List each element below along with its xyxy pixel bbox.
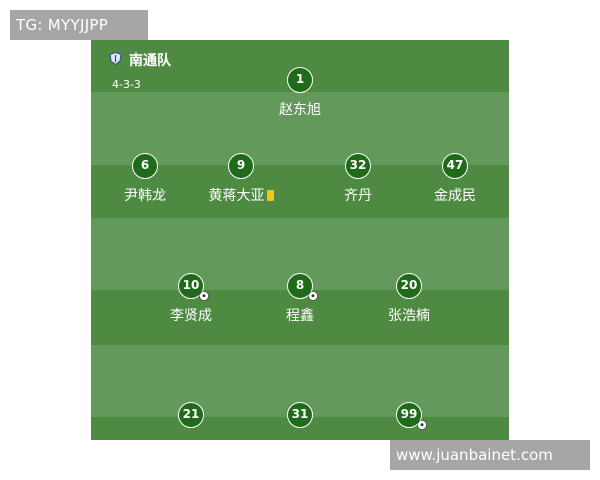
pitch-stripe (91, 165, 509, 218)
player-name: 李贤成 (170, 308, 212, 324)
player-number: 47 (446, 158, 464, 172)
player-number: 6 (140, 158, 150, 172)
player-number: 1 (295, 72, 305, 86)
player-card[interactable]: 1 赵东旭 (255, 67, 345, 119)
player-card[interactable]: 10 李贤成 (146, 273, 236, 325)
player-name: 黄蒋大亚 (208, 188, 265, 204)
player-card[interactable]: 6 尹韩龙 (100, 153, 190, 205)
pitch: 南通队 4-3-3 1 赵东旭 6 尹韩龙 9 黄蒋大亚 32 齐丹 47 金成… (91, 40, 509, 440)
player-number-badge: 47 (442, 153, 468, 179)
player-card[interactable]: 31 (255, 402, 345, 434)
player-number-badge: 10 (178, 273, 209, 301)
player-card[interactable]: 21 (146, 402, 236, 434)
pitch-stripe (91, 92, 509, 165)
player-number: 21 (182, 407, 200, 421)
player-card[interactable]: 20 张浩楠 (364, 273, 454, 325)
player-name: 程鑫 (286, 308, 314, 324)
team-name: 南通队 (129, 53, 171, 69)
soccer-ball-icon (417, 420, 427, 430)
watermark-bottom: www.juanbainet.com (390, 440, 590, 470)
player-number: 9 (236, 158, 246, 172)
player-card[interactable]: 47 金成民 (410, 153, 500, 205)
player-name: 尹韩龙 (124, 188, 166, 204)
yellow-card-icon (266, 190, 274, 201)
player-number-badge: 9 (228, 153, 254, 179)
player-number-badge: 31 (287, 402, 313, 428)
player-number-badge: 99 (396, 402, 427, 430)
player-number-badge: 6 (132, 153, 158, 179)
player-number: 8 (295, 278, 305, 292)
player-card[interactable]: 32 齐丹 (313, 153, 403, 205)
player-card[interactable]: 99 (364, 402, 454, 434)
player-name-row: 黄蒋大亚 (196, 185, 286, 205)
club-crest-icon (109, 52, 122, 65)
player-name: 赵东旭 (279, 102, 321, 118)
soccer-ball-icon (199, 291, 209, 301)
player-card[interactable]: 8 程鑫 (255, 273, 345, 325)
player-name: 金成民 (434, 188, 476, 204)
player-number: 32 (349, 158, 367, 172)
player-number-badge: 8 (287, 273, 318, 301)
player-card[interactable]: 9 黄蒋大亚 (196, 153, 286, 205)
player-name: 齐丹 (344, 188, 372, 204)
formation-label: 4-3-3 (112, 78, 141, 91)
player-number: 99 (400, 407, 418, 421)
player-number: 31 (291, 407, 309, 421)
player-number: 10 (182, 278, 200, 292)
player-number-badge: 20 (396, 273, 422, 299)
player-name: 张浩楠 (388, 308, 430, 324)
watermark-top: TG: MYYJJPP (10, 10, 148, 40)
player-number-badge: 1 (287, 67, 313, 93)
player-number-badge: 32 (345, 153, 371, 179)
soccer-ball-icon (308, 291, 318, 301)
player-number-badge: 21 (178, 402, 204, 428)
player-number: 20 (400, 278, 418, 292)
pitch-stripe (91, 290, 509, 345)
